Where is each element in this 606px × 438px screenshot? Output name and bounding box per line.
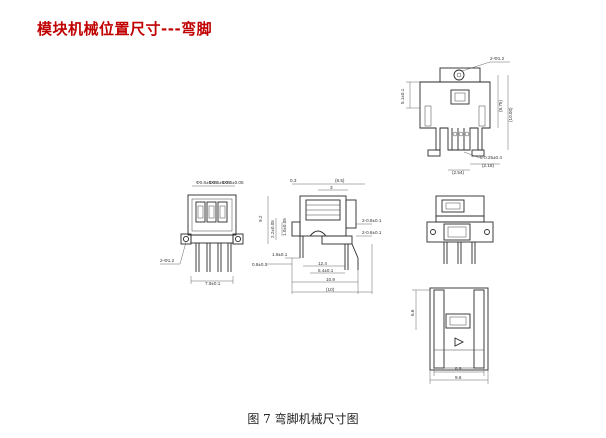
br-dim-6-6: 6.6 xyxy=(410,309,415,316)
side-dim-2-0b: 2-0.8±0.1 xyxy=(362,230,382,235)
br-dim-9-6: 9.6 xyxy=(455,375,462,380)
front-hole-dim: 2-Φ1.2 xyxy=(160,258,175,263)
side-dim-3: 3 xyxy=(330,185,333,190)
tr-dim-2-54: (2.54) xyxy=(452,170,464,175)
front-pin-dim-1: Φ0.6±0.05 xyxy=(196,180,218,185)
side-dim-5-4: 5.4±0.1 xyxy=(318,268,334,273)
bottom-right-view: 6.6 6.9 9.6 xyxy=(410,287,489,384)
side-dim-8-5: (8.5) xyxy=(335,178,345,183)
figure-caption: 图 7 弯脚机械尺寸图 xyxy=(247,412,359,426)
tr-dim-2-18: (2.18) xyxy=(482,163,494,168)
tr-dim-5-1: 5.1±0.1 xyxy=(400,88,405,104)
front-pin-dim-2: Φ0.6±0.05 xyxy=(209,180,231,185)
page-title: 模块机械位置尺寸---弯脚 xyxy=(37,20,213,38)
mid-right-view xyxy=(426,195,494,264)
br-dim-6-9: 6.9 xyxy=(455,366,462,371)
side-dim-10-9: 10.9 xyxy=(326,277,335,282)
tr-dim-8-75: (8.75) xyxy=(498,100,503,112)
tr-hole-dim: 2-Φ1.2 xyxy=(490,56,505,61)
side-view: 0.3 (8.5) 3 9.2 2.2±0. xyxy=(252,178,382,294)
front-pin-dim-3: Φ0.6±0.05 xyxy=(222,180,244,185)
side-dim-1-9: 1.9±0.1 xyxy=(272,252,288,257)
side-dim-12-4: 12.4 xyxy=(318,261,327,266)
side-dim-2-0a: 2-0.8±0.1 xyxy=(362,218,382,223)
tr-dim-10-00: (10.00) xyxy=(508,107,513,122)
side-dim-9-2: 9.2 xyxy=(258,215,263,222)
side-dim-2-2: 2.2±0.05 xyxy=(270,220,275,238)
front-width-dim: 7.9±0.1 xyxy=(205,281,221,286)
top-right-view: 2-Φ1.2 5.1±0.1 (8.75) (10.00 xyxy=(400,56,513,175)
side-dim-1-0: 1.0±0.05 xyxy=(282,218,287,236)
side-dim-0-8: 0.8±0.1 xyxy=(252,262,268,267)
side-dim-10: (10) xyxy=(326,287,335,292)
tr-pins-dim: 6-0.25±0.4 xyxy=(480,155,502,160)
front-view: Φ0.6±0.05 Φ0.6±0.05 Φ0.6±0.05 xyxy=(160,180,244,286)
side-dim-0-3: 0.3 xyxy=(290,178,297,183)
